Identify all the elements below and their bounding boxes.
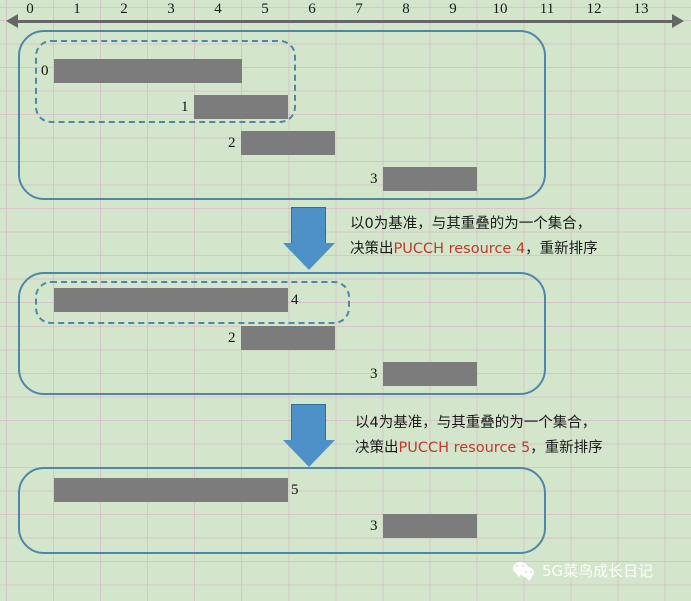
axis-tick-2: 2 [120,1,128,17]
axis-tick-3: 3 [167,1,175,17]
annotation-2-line2-post: ，重新排序 [530,440,603,456]
stage-1-bar-0-label: 0 [41,63,49,79]
stage-1-bar-2-label: 2 [228,135,236,151]
stage-3-bar-5[interactable] [54,478,288,502]
axis-tick-12: 12 [586,1,602,17]
axis-tick-0: 0 [26,1,34,17]
stage-2-highlight-box [35,281,350,324]
stage-2-bar-3[interactable] [383,362,477,386]
axis-tick-8: 8 [402,1,410,17]
stage-2-bar-4[interactable] [54,288,288,312]
annotation-1-resource: PUCCH resource 4 [393,241,526,257]
axis-tick-11: 11 [539,1,555,17]
wechat-icon [513,561,535,581]
stage-2-bar-4-label: 4 [291,292,299,308]
stage-1-group-box [18,30,546,200]
annotation-2-line1: 以4为基准，与其重叠的为一个集合， [355,415,597,431]
axis-left-arrowhead-icon [6,14,18,28]
annotation-1-line2-post: ，重新排序 [525,241,598,257]
stage-3-bar-3[interactable] [383,514,477,538]
axis-tick-5: 5 [261,1,269,17]
stage-1-bar-0[interactable] [54,59,242,83]
stage-1-highlight-box [35,40,296,123]
watermark: 5G菜鸟成长日记 [513,560,653,581]
transition-arrow-1-icon [282,207,336,271]
annotation-1-line1: 以0为基准，与其重叠的为一个集合， [350,216,592,232]
annotation-1-line2-pre: 决策出 [350,241,394,257]
axis-tick-9: 9 [449,1,457,17]
annotation-2: 以4为基准，与其重叠的为一个集合， 决策出PUCCH resource 5，重新… [355,411,603,461]
axis-right-arrowhead-icon [672,14,684,28]
stage-2-bar-2[interactable] [241,326,335,350]
axis-line [10,20,678,23]
axis-tick-4: 4 [214,1,222,17]
axis-tick-7: 7 [355,1,363,17]
annotation-2-resource: PUCCH resource 5 [398,440,531,456]
annotation-2-line2-pre: 决策出 [355,440,399,456]
stage-2-group-box [18,272,546,395]
stage-1-bar-2[interactable] [241,131,335,155]
watermark-text: 5G菜鸟成长日记 [542,562,654,580]
stage-2-bar-2-label: 2 [228,330,236,346]
annotation-1: 以0为基准，与其重叠的为一个集合， 决策出PUCCH resource 4，重新… [350,212,598,262]
stage-3-bar-3-label: 3 [370,518,378,534]
axis-tick-1: 1 [73,1,81,17]
stage-3-bar-5-label: 5 [291,482,299,498]
stage-1-bar-3-label: 3 [370,171,378,187]
axis-tick-10: 10 [492,1,508,17]
stage-2-bar-3-label: 3 [370,366,378,382]
stage-3-group-box [18,467,546,554]
stage-1-bar-3[interactable] [383,167,477,191]
axis-tick-6: 6 [308,1,316,17]
axis-tick-13: 13 [633,1,649,17]
stage-1-bar-1[interactable] [194,95,288,119]
transition-arrow-2-icon [282,404,336,468]
stage-1-bar-1-label: 1 [181,99,189,115]
